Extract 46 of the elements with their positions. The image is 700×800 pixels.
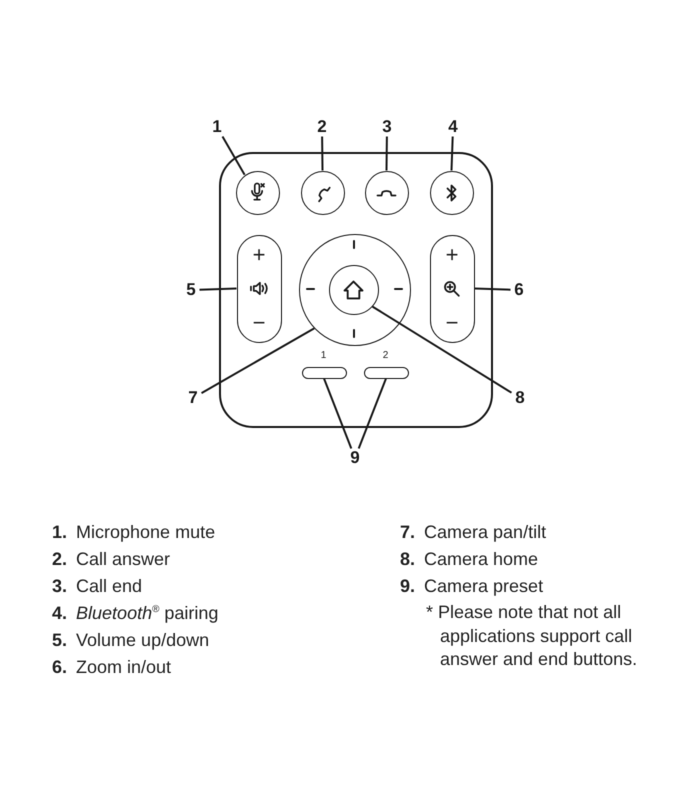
leader-line [386, 136, 388, 171]
leader-line [372, 306, 512, 394]
remote-control-body [219, 152, 493, 428]
callout-description: 4. Bluetooth$^{®}$ pairing [52, 602, 218, 624]
bluetooth-button [430, 170, 474, 214]
callout-number: 2 [314, 118, 330, 136]
preset-button [364, 366, 408, 378]
plus-sign: + [252, 244, 266, 266]
plus-sign: + [446, 244, 458, 266]
preset-button [302, 366, 346, 378]
leader-line [474, 288, 511, 291]
callout-number: 6 [511, 281, 527, 299]
call-answer-button [300, 170, 344, 214]
pan-tilt-ring [298, 234, 410, 346]
callout-description: 6. Zoom in/out [52, 656, 172, 678]
callout-number: 4 [445, 118, 461, 136]
preset-number: 2 [382, 350, 390, 362]
zoom-rocker [430, 234, 474, 342]
callout-description: 7. Camera pan/tilt [400, 521, 546, 543]
callout-description: 3. Call end [52, 575, 142, 597]
callout-description: 9. Camera preset [400, 575, 544, 597]
leader-line [321, 136, 324, 171]
callout-description: 1. Microphone mute [52, 521, 216, 543]
call-end-button [364, 170, 408, 214]
preset-number: 1 [320, 350, 328, 362]
minus-sign: − [252, 312, 266, 334]
leader-line [450, 136, 454, 171]
callout-description: 8. Camera home [400, 548, 538, 570]
volume-rocker [236, 234, 282, 342]
callout-number: 8 [512, 389, 528, 407]
callout-number: 1 [209, 118, 225, 136]
leader-line [199, 288, 237, 291]
mute-button [236, 170, 280, 214]
leader-line [358, 378, 387, 449]
leader-line [201, 328, 315, 394]
minus-sign: − [446, 312, 458, 334]
footnote-text: * Please note that not all applications support call answer and end buttons. [426, 601, 638, 671]
callout-description: 2. Call answer [52, 548, 170, 570]
callout-number: 9 [347, 449, 363, 467]
leader-line [323, 378, 352, 449]
callout-number: 3 [379, 118, 395, 136]
home-button [328, 264, 379, 315]
callout-description: 5. Volume up/down [52, 629, 210, 651]
callout-number: 7 [185, 389, 201, 407]
leader-line [222, 136, 246, 176]
callout-number: 5 [183, 281, 199, 299]
